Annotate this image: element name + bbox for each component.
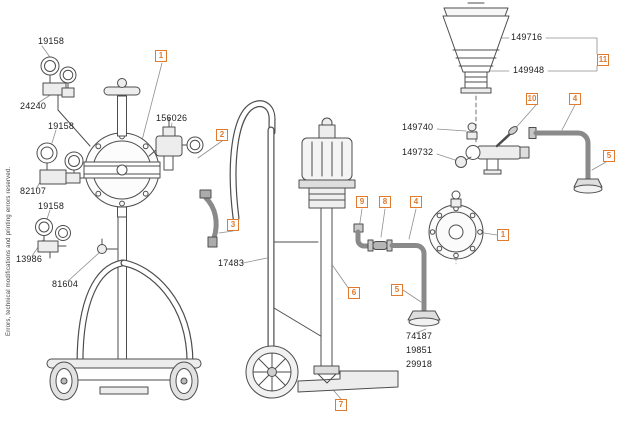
valve-assembly — [455, 122, 530, 175]
callout-11: 11 — [597, 54, 609, 66]
callout-5-center: 5 — [391, 284, 403, 296]
hopper — [442, 2, 510, 143]
callout-7: 7 — [335, 399, 347, 411]
callout-8: 8 — [379, 196, 391, 208]
part-label-156026: 156026 — [156, 113, 188, 123]
callout-1-left: 1 — [155, 50, 167, 62]
part-label-81604: 81604 — [52, 279, 79, 289]
callout-4-center: 4 — [410, 196, 422, 208]
hose-short — [199, 189, 219, 248]
flange-plate — [428, 190, 484, 265]
callout-5-right: 5 — [603, 150, 615, 162]
riser-tube-right — [573, 143, 603, 194]
part-label-149948: 149948 — [513, 65, 545, 75]
regulator-156026 — [148, 117, 204, 171]
hose-fittings-chain — [353, 223, 441, 327]
callout-4-right: 4 — [569, 93, 581, 105]
part-label-19158-top: 19158 — [38, 36, 65, 46]
part-label-149732: 149732 — [402, 147, 434, 157]
gauge-cluster-mid — [36, 142, 89, 185]
part-label-19158-bottom: 19158 — [38, 201, 65, 211]
callout-1-right: 1 — [497, 229, 509, 241]
callout-3: 3 — [227, 219, 239, 231]
pipe-elbow-right — [528, 127, 591, 151]
part-label-82107: 82107 — [20, 186, 47, 196]
air-motor-flange — [83, 78, 161, 218]
callout-2: 2 — [216, 129, 228, 141]
valve-81604 — [97, 238, 118, 254]
gauge-cluster-bottom — [35, 218, 71, 259]
cart-frame — [46, 216, 202, 401]
part-label-17483: 17483 — [218, 258, 245, 268]
trolley-frame — [229, 100, 399, 399]
part-label-19158-mid: 19158 — [48, 121, 75, 131]
part-label-149716: 149716 — [511, 32, 543, 42]
callout-9: 9 — [356, 196, 368, 208]
part-label-24240: 24240 — [20, 101, 47, 111]
part-label-149740: 149740 — [402, 122, 434, 132]
part-label-74187: 74187 — [406, 331, 433, 341]
callout-6: 6 — [348, 287, 360, 299]
page-footnote: Errors, technical modifications and prin… — [6, 166, 12, 336]
gauge-cluster-top — [40, 56, 91, 147]
pump-assembly — [298, 117, 356, 384]
part-label-13986: 13986 — [16, 254, 43, 264]
callout-10: 10 — [526, 93, 538, 105]
part-label-19851: 19851 — [406, 345, 433, 355]
part-label-29918: 29918 — [406, 359, 433, 369]
